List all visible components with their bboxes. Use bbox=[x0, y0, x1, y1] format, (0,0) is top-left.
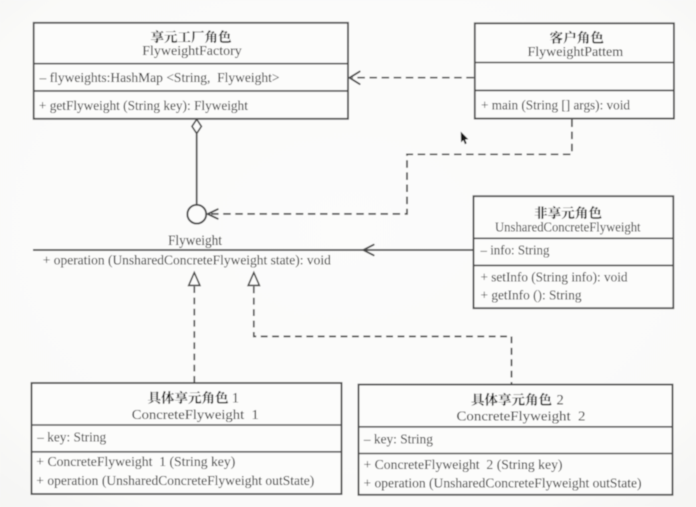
svg-text:+ getInfo (): String: + getInfo (): String bbox=[481, 289, 582, 304]
svg-text:UnsharedConcreteFlyweight: UnsharedConcreteFlyweight bbox=[495, 220, 641, 235]
svg-text:+ ConcreteFlyweight 1 (String: + ConcreteFlyweight 1 (String key) bbox=[36, 455, 235, 470]
svg-text:FlyweightPattem: FlyweightPattem bbox=[527, 45, 623, 60]
svg-text:+ main (String [] args): void: + main (String [] args): void bbox=[481, 98, 630, 113]
svg-text:– key: String: – key: String bbox=[36, 431, 106, 446]
svg-text:2: 2 bbox=[557, 393, 564, 409]
svg-text:Flyweight: Flyweight bbox=[168, 233, 222, 249]
svg-text:ConcreteFlyweight 1: ConcreteFlyweight 1 bbox=[132, 408, 259, 423]
svg-text:+ getFlyweight (String key): F: + getFlyweight (String key): Flyweight bbox=[39, 99, 248, 114]
svg-text:1: 1 bbox=[232, 391, 239, 407]
svg-text:+ operation (UnsharedConcreteF: + operation (UnsharedConcreteFlyweight o… bbox=[364, 476, 642, 491]
svg-text:– key: String: – key: String bbox=[363, 433, 433, 448]
svg-text:– flyweights:HashMap <String,: – flyweights:HashMap <String, Flyweight> bbox=[39, 71, 280, 86]
svg-text:FlyweightFactory: FlyweightFactory bbox=[142, 44, 242, 59]
svg-text:– info: String: – info: String bbox=[480, 244, 550, 259]
svg-text:+ setInfo (String info): void: + setInfo (String info): void bbox=[481, 271, 628, 286]
svg-text:+ operation (UnsharedConcreteF: + operation (UnsharedConcreteFlyweight o… bbox=[36, 474, 314, 489]
svg-text:ConcreteFlyweight 2: ConcreteFlyweight 2 bbox=[457, 409, 586, 424]
svg-text:+ ConcreteFlyweight 2 (String: + ConcreteFlyweight 2 (String key) bbox=[364, 458, 563, 473]
svg-text:+ operation (UnsharedConcreteF: + operation (UnsharedConcreteFlyweight s… bbox=[43, 254, 331, 269]
